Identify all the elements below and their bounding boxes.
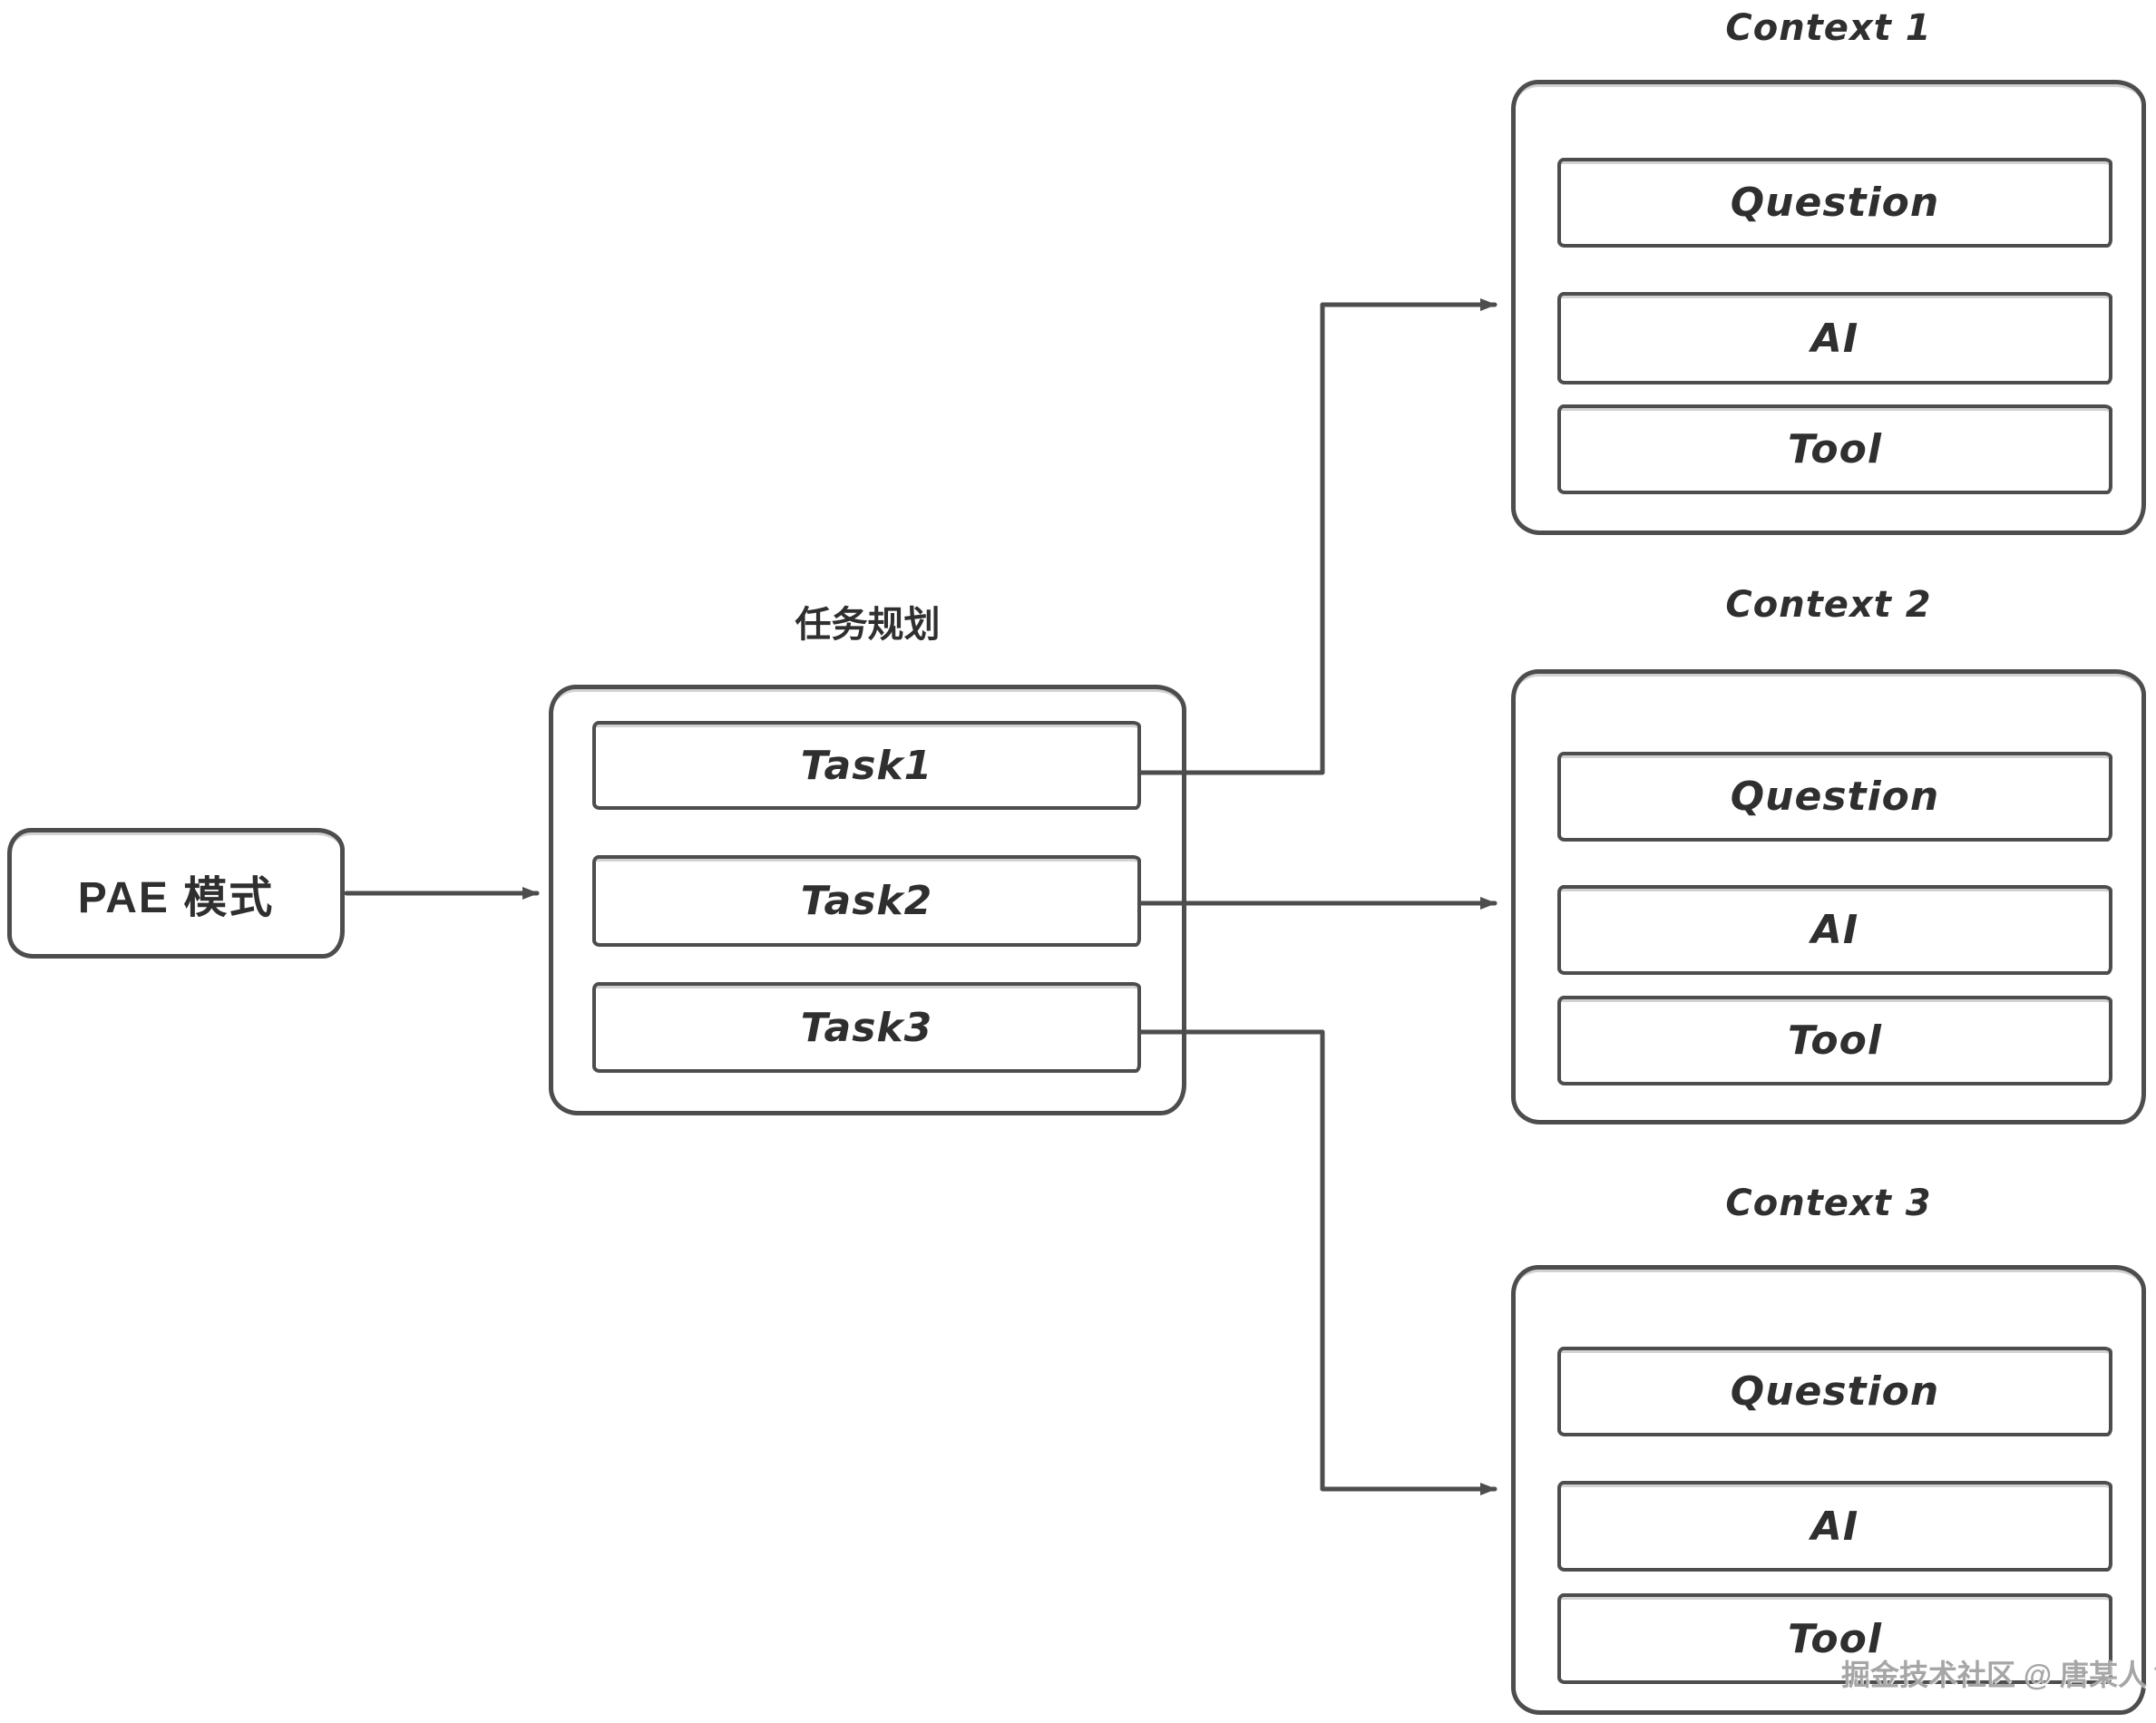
context3-tool-label: Tool bbox=[1788, 1615, 1882, 1662]
task2-node: Task2 bbox=[592, 855, 1141, 947]
pae-label: PAE 模式 bbox=[77, 874, 275, 922]
arrow-task3-to-context3 bbox=[1138, 1029, 1497, 1495]
context3-question-node: Question bbox=[1557, 1347, 2112, 1436]
context1-container bbox=[1511, 80, 2146, 535]
context3-container bbox=[1511, 1265, 2146, 1715]
planner-title: 任务规划 bbox=[795, 605, 941, 645]
context2-ai-label: AI bbox=[1810, 907, 1859, 953]
context1-tool-node: Tool bbox=[1557, 404, 2112, 494]
context2-ai-node: AI bbox=[1557, 885, 2112, 975]
context1-ai-node: AI bbox=[1557, 292, 2112, 385]
task1-node: Task1 bbox=[592, 721, 1141, 810]
planner-container bbox=[549, 685, 1186, 1115]
context1-title: Context 1 bbox=[1725, 7, 1932, 49]
context3-ai-label: AI bbox=[1810, 1503, 1859, 1550]
context3-tool-node: Tool bbox=[1557, 1593, 2112, 1684]
context3-title: Context 3 bbox=[1725, 1183, 1932, 1224]
context1-question-label: Question bbox=[1730, 180, 1940, 226]
context1-question-node: Question bbox=[1557, 158, 2112, 248]
arrow-task1-to-context1 bbox=[1138, 298, 1497, 775]
context1-ai-label: AI bbox=[1810, 315, 1859, 362]
context2-container bbox=[1511, 669, 2146, 1124]
task3-node: Task3 bbox=[592, 982, 1141, 1073]
task3-label: Task3 bbox=[800, 1004, 933, 1051]
context2-title: Context 2 bbox=[1725, 584, 1932, 626]
watermark-text: 掘金技术社区 @ 唐某人丶 bbox=[1841, 1659, 2156, 1691]
context2-tool-label: Tool bbox=[1788, 1017, 1882, 1064]
context2-question-label: Question bbox=[1730, 774, 1940, 820]
context3-ai-node: AI bbox=[1557, 1481, 2112, 1572]
context3-question-label: Question bbox=[1730, 1368, 1940, 1415]
task1-label: Task1 bbox=[800, 742, 933, 789]
task2-label: Task2 bbox=[800, 878, 933, 924]
context2-question-node: Question bbox=[1557, 752, 2112, 842]
context1-tool-label: Tool bbox=[1788, 426, 1882, 472]
pae-node: PAE 模式 bbox=[7, 828, 345, 959]
context2-tool-node: Tool bbox=[1557, 996, 2112, 1085]
